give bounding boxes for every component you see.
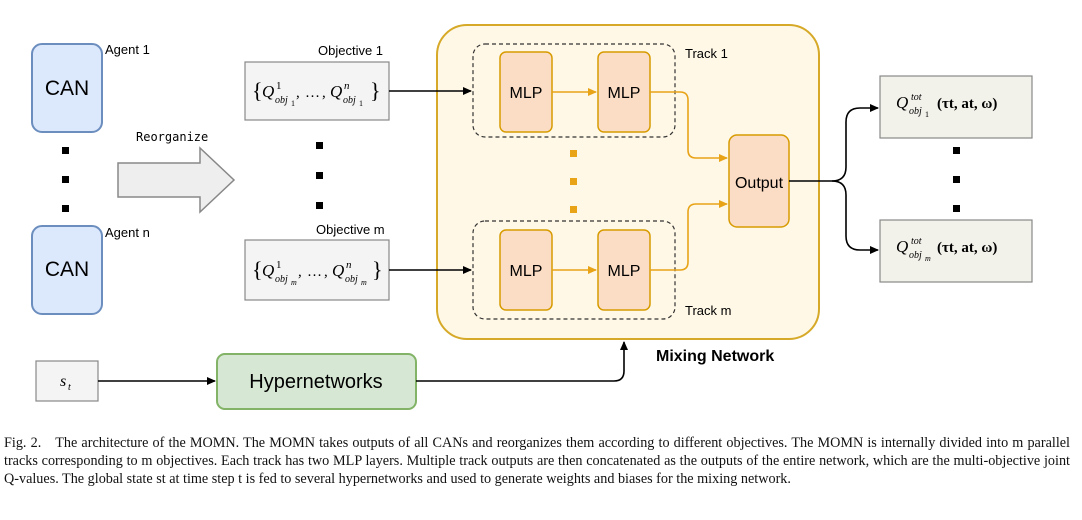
output-to-result-1-arrow	[789, 104, 879, 182]
agent-n-label: Agent n	[105, 225, 150, 240]
objective-1-q1-sup: 1	[276, 80, 282, 92]
hypernetworks-to-mixing-arrow	[416, 341, 628, 382]
objective-1-ellipsis: …	[305, 85, 320, 101]
track-1-to-output-arrow	[650, 91, 728, 162]
objective-1-q1-subsub: 1	[291, 99, 295, 108]
track-dot	[570, 206, 577, 213]
result-m-sub: obj	[909, 250, 922, 261]
objective-1-comma-2: ,	[322, 85, 326, 101]
track-dot	[570, 150, 577, 157]
agent-1-label: Agent 1	[105, 42, 150, 57]
caption-text: The architecture of the MOMN. The MOMN t…	[4, 435, 1070, 487]
objective-m-q1-sub: obj	[275, 274, 288, 285]
can-label-agent-1: CAN	[45, 77, 89, 100]
objective-m-qn-sub: obj	[345, 274, 358, 285]
objective-1-left-brace: {	[252, 78, 263, 103]
objective-m-comma-2: ,	[324, 264, 328, 280]
reorganize-arrow	[117, 146, 236, 214]
result-1-sup: tot	[911, 92, 922, 103]
figure-caption: Fig. 2.The architecture of the MOMN. The…	[4, 434, 1070, 488]
objective-1-box	[244, 61, 390, 121]
objective-1-qn-subsub: 1	[359, 99, 363, 108]
vertical-dot	[62, 176, 69, 183]
objective-1-title: Objective 1	[318, 43, 383, 58]
objective-1-qn: Q	[330, 82, 342, 101]
vertical-dot	[953, 176, 960, 183]
result-1-subsub: 1	[925, 110, 929, 119]
track-m-label: Track m	[685, 303, 731, 318]
can-box-agent-n	[31, 225, 103, 315]
objective-m-box	[244, 239, 390, 301]
vertical-dot	[953, 205, 960, 212]
state-sub: t	[68, 382, 71, 393]
state-box	[35, 360, 99, 402]
vertical-dot	[953, 147, 960, 154]
track-dot	[570, 178, 577, 185]
objective-1-qn-sub: obj	[343, 95, 356, 106]
result-m-sup: tot	[911, 236, 922, 247]
reorganize-label: Reorganize	[136, 130, 208, 144]
track-1-label: Track 1	[685, 46, 728, 61]
result-m-args: (τt, at, ω)	[937, 240, 997, 256]
output-to-result-m-arrow	[831, 180, 879, 254]
can-box-agent-1	[31, 43, 103, 133]
mixing-network-label: Mixing Network	[656, 348, 774, 365]
objective-m-qn-subsub: m	[361, 278, 367, 287]
objective-1-q1: Q	[262, 82, 274, 101]
result-1-box	[879, 75, 1033, 139]
objective-1-q1-sub: obj	[275, 95, 288, 106]
objective-m-q1: Q	[262, 261, 274, 280]
vertical-dot	[316, 172, 323, 179]
can-label-agent-n: CAN	[45, 258, 89, 281]
result-1-sub: obj	[909, 106, 922, 117]
track-1-mlp-1-label: MLP	[510, 85, 543, 102]
objective-m-qn: Q	[332, 261, 344, 280]
track-1-mlp-2-label: MLP	[608, 85, 641, 102]
result-m-subsub: m	[925, 254, 931, 263]
objective-m-ellipsis: …	[307, 264, 322, 280]
hypernetworks-label: Hypernetworks	[249, 371, 382, 393]
objective-m-title: Objective m	[316, 222, 385, 237]
vertical-dot	[316, 142, 323, 149]
output-label: Output	[735, 175, 784, 192]
track-m-mlp-2-label: MLP	[608, 263, 641, 280]
objective-1-comma: ,	[296, 85, 300, 101]
vertical-dot	[316, 202, 323, 209]
objective-1-qn-sup: n	[344, 80, 350, 92]
track-m-to-output-arrow	[650, 200, 728, 271]
result-1-q: Q	[896, 93, 908, 112]
caption-label: Fig. 2.	[4, 435, 42, 451]
result-1-args: (τt, at, ω)	[937, 96, 997, 112]
track-m-mlp-1-label: MLP	[510, 263, 543, 280]
state-symbol: s	[60, 373, 66, 390]
objective-m-q1-subsub: m	[291, 278, 297, 287]
vertical-dot	[62, 147, 69, 154]
result-m-box	[879, 219, 1033, 283]
result-m-q: Q	[896, 237, 908, 256]
objective-m-comma: ,	[298, 264, 302, 280]
objective-m-right-brace: }	[372, 257, 383, 282]
track-1-box	[472, 43, 676, 138]
objective-m-left-brace: {	[252, 257, 263, 282]
objective-1-right-brace: }	[370, 78, 381, 103]
objective-m-qn-sup: n	[346, 259, 352, 271]
objective-m-q1-sup: 1	[276, 259, 282, 271]
vertical-dot	[62, 205, 69, 212]
